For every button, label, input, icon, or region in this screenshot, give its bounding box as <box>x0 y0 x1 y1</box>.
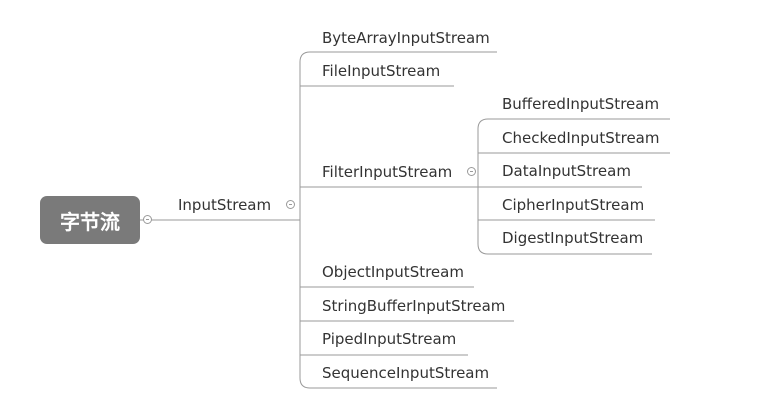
node-bufferedinputstream[interactable]: BufferedInputStream <box>502 95 660 113</box>
node-stringbufferinputstream[interactable]: StringBufferInputStream <box>322 297 506 315</box>
node-pipedinputstream[interactable]: PipedInputStream <box>322 330 457 348</box>
node-checkedinputstream[interactable]: CheckedInputStream <box>502 129 660 147</box>
root-collapse-icon[interactable] <box>143 215 152 224</box>
node-bytearrayinputstream[interactable]: ByteArrayInputStream <box>322 29 490 47</box>
inputstream-collapse-icon[interactable] <box>286 200 295 209</box>
node-fileinputstream[interactable]: FileInputStream <box>322 62 441 80</box>
filterinputstream-collapse-icon[interactable] <box>467 167 476 176</box>
node-cipherinputstream[interactable]: CipherInputStream <box>502 196 645 214</box>
root-label: 字节流 <box>60 209 120 234</box>
node-inputstream[interactable]: InputStream <box>178 196 272 214</box>
node-digestinputstream[interactable]: DigestInputStream <box>502 229 644 247</box>
root-node[interactable]: 字节流 <box>40 196 140 244</box>
node-objectinputstream[interactable]: ObjectInputStream <box>322 263 464 281</box>
node-datainputstream[interactable]: DataInputStream <box>502 162 631 180</box>
node-sequenceinputstream[interactable]: SequenceInputStream <box>322 364 490 382</box>
node-filterinputstream[interactable]: FilterInputStream <box>322 163 453 181</box>
